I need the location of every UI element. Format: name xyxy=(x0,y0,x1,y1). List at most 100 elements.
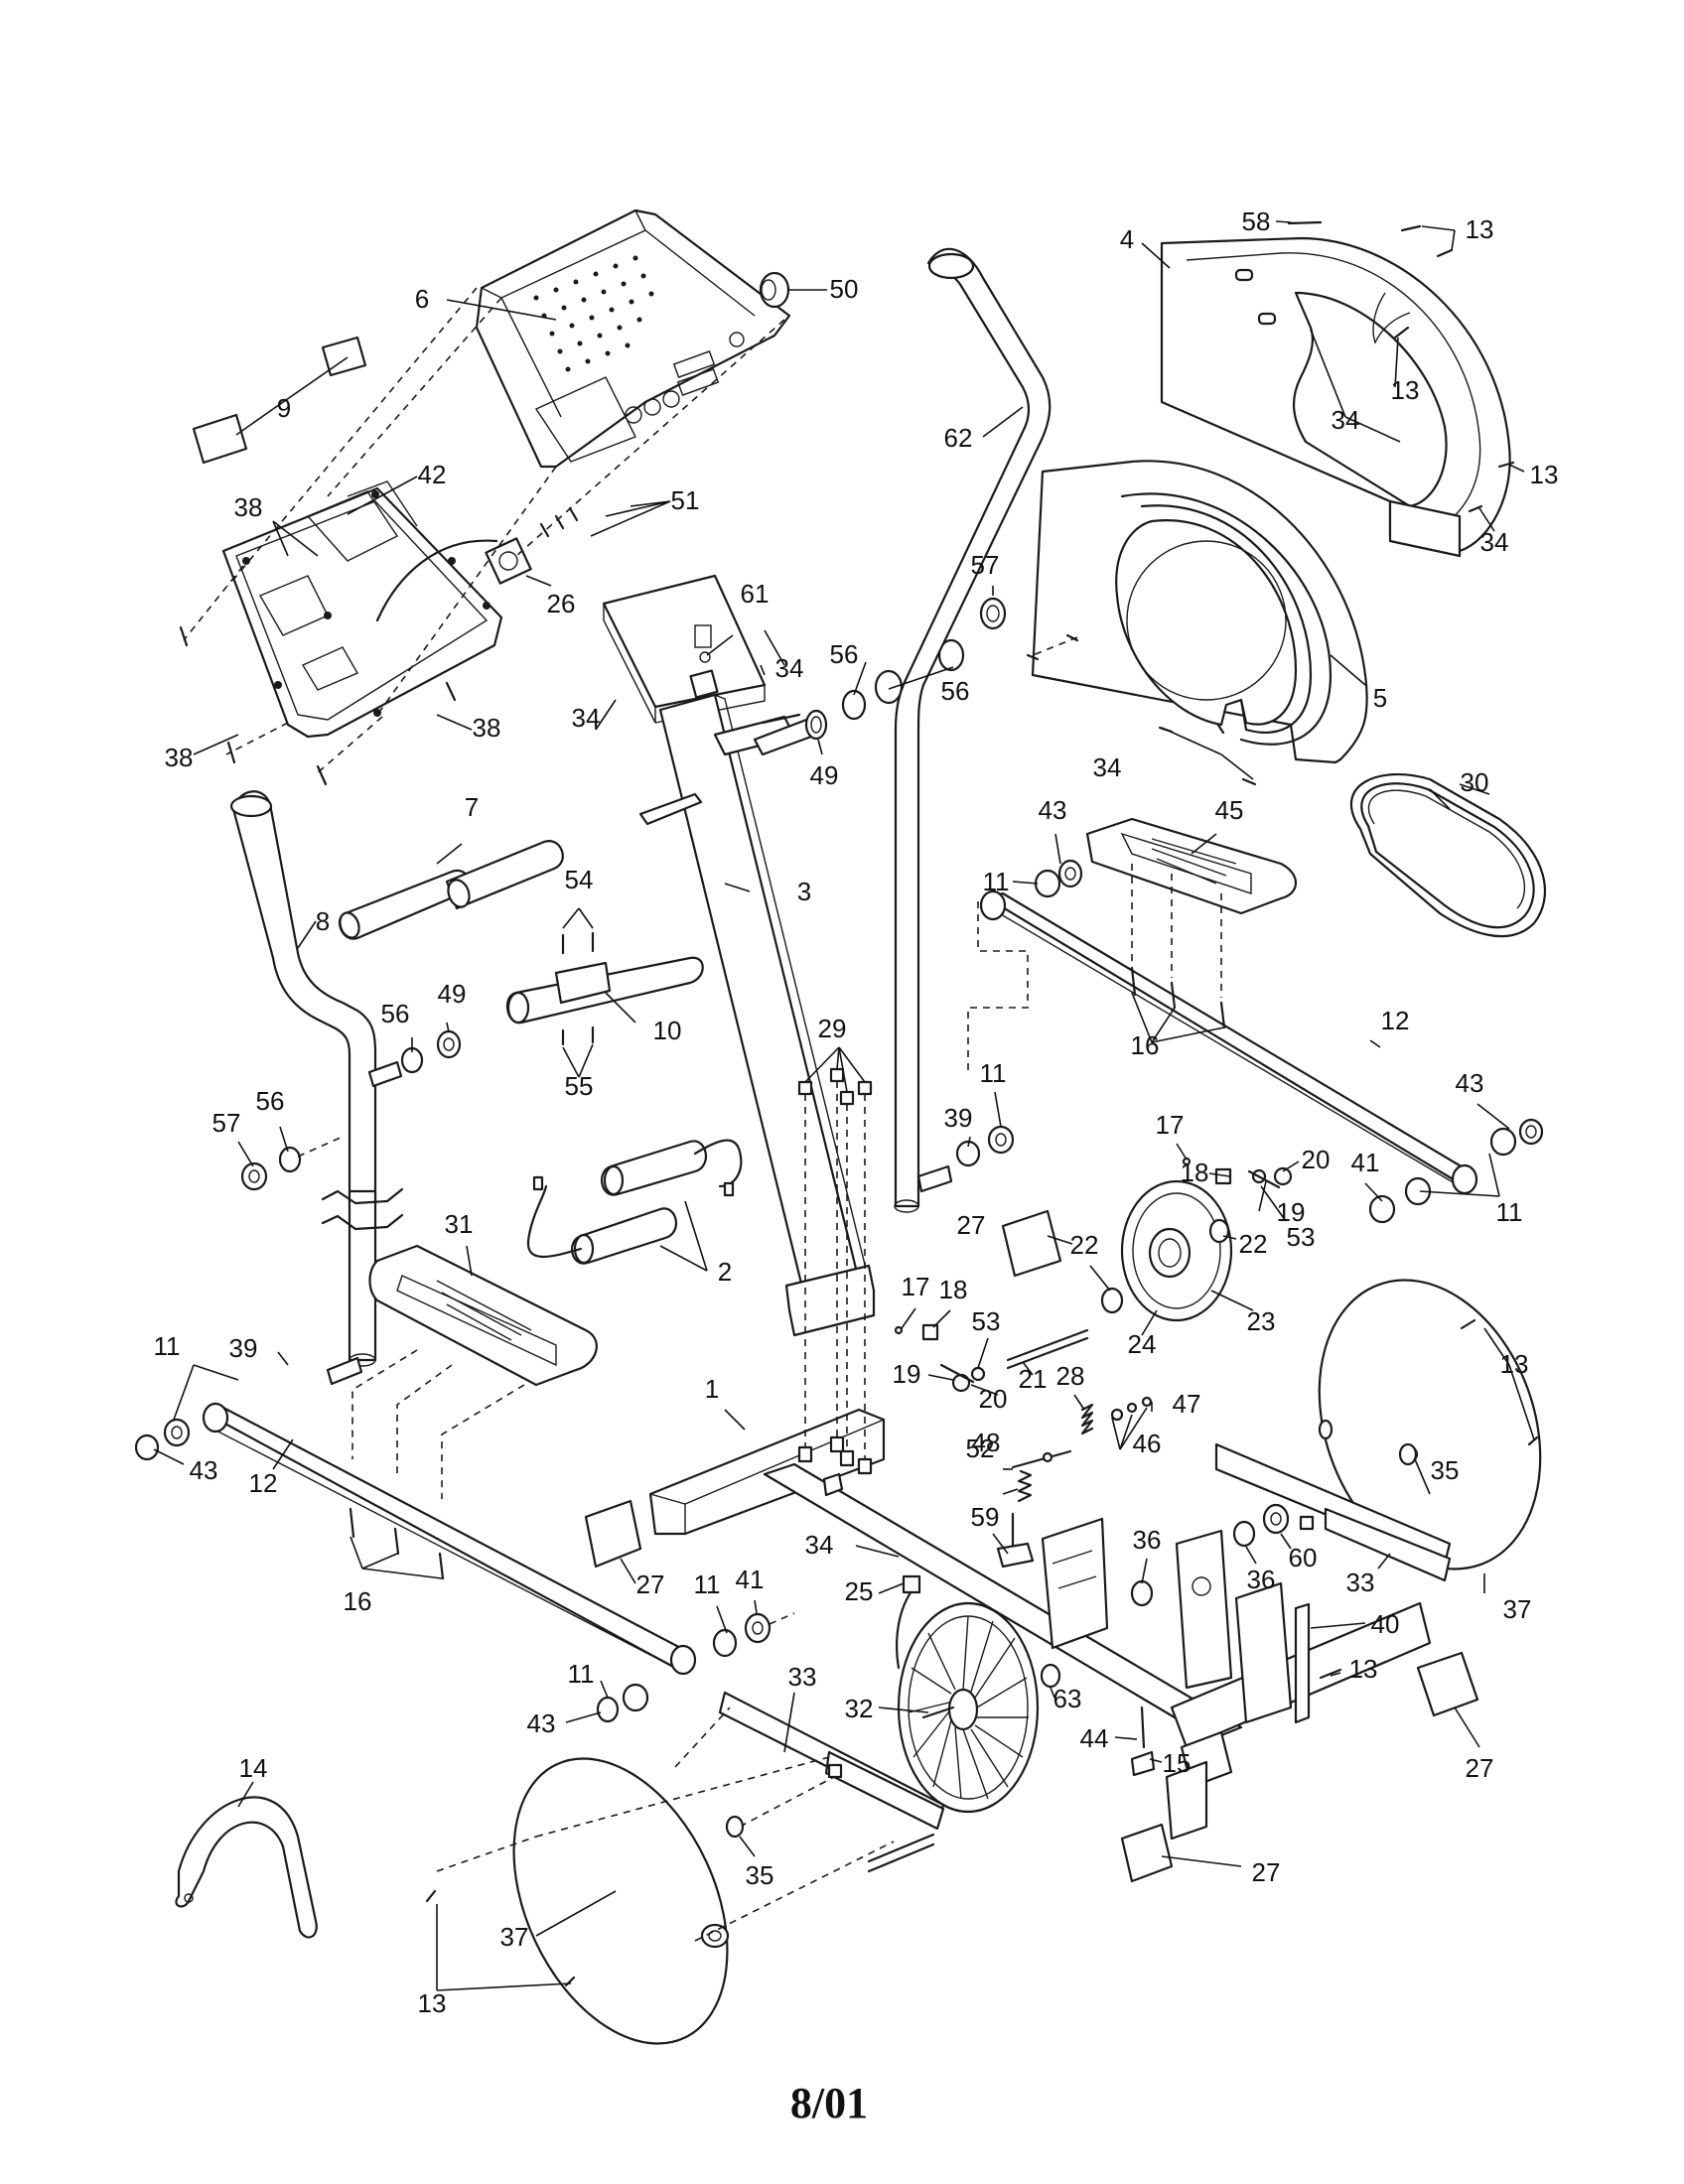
callout-11-ru: 11 xyxy=(983,867,1010,896)
spring-part-28 xyxy=(1080,1396,1153,1435)
callout-58: 58 xyxy=(1242,206,1271,236)
callout-29: 29 xyxy=(818,1014,847,1043)
screw-part-38 xyxy=(179,625,457,786)
flywheel-part-32 xyxy=(897,1601,1061,1814)
callout-10: 10 xyxy=(653,1016,682,1045)
callout-13-r: 13 xyxy=(1500,1349,1529,1379)
callout-59: 59 xyxy=(971,1502,1000,1532)
callout-13-c: 13 xyxy=(1530,460,1559,489)
callout-57-l: 57 xyxy=(212,1108,241,1138)
screw-part-51 xyxy=(539,506,579,538)
disc-part-37-left xyxy=(512,1757,730,2045)
bracket-part-40 xyxy=(1294,1602,1342,1724)
spring-part-52 xyxy=(1017,1469,1033,1503)
callout-57-r: 57 xyxy=(971,550,1000,580)
callout-19-l: 19 xyxy=(893,1359,921,1389)
callout-2: 2 xyxy=(718,1257,732,1287)
callout-7: 7 xyxy=(465,792,479,822)
leader-lines xyxy=(153,220,1535,1991)
callout-53-r: 53 xyxy=(1287,1222,1316,1252)
callout-49-r: 49 xyxy=(810,760,839,790)
callout-47: 47 xyxy=(1173,1389,1201,1419)
callout-24: 24 xyxy=(1128,1329,1157,1359)
callout-38-c: 38 xyxy=(473,713,501,743)
callout-5: 5 xyxy=(1373,683,1387,713)
disc-part-37-right xyxy=(1318,1279,1542,1570)
callout-44: 44 xyxy=(1080,1723,1109,1753)
callout-11-lr: 11 xyxy=(694,1570,721,1599)
callout-14: 14 xyxy=(239,1753,268,1783)
callout-46: 46 xyxy=(1133,1429,1162,1458)
callout-53-l: 53 xyxy=(972,1306,1001,1336)
callout-55: 55 xyxy=(565,1071,594,1101)
callout-30: 30 xyxy=(1461,767,1489,797)
bracket-part-59 xyxy=(996,1512,1035,1569)
pedal-part-45 xyxy=(1085,817,1298,915)
crank-arm-part-33-left xyxy=(718,1691,945,1873)
callout-26: 26 xyxy=(547,589,576,618)
callout-11-b: 11 xyxy=(568,1659,595,1689)
callout-17-l: 17 xyxy=(902,1272,930,1301)
callout-37-l: 37 xyxy=(500,1922,529,1952)
decal-part-9 xyxy=(192,336,367,465)
callout-18-l: 18 xyxy=(939,1275,968,1304)
callout-34-c: 34 xyxy=(775,653,804,683)
callout-45: 45 xyxy=(1215,795,1244,825)
bolt-part-44 xyxy=(1130,1706,1156,1777)
callout-4: 4 xyxy=(1120,224,1134,254)
brake-part-25 xyxy=(896,1574,921,1670)
small-parts-17-18-19-20-53 xyxy=(894,1157,1293,1393)
spacer-part-56-right xyxy=(841,597,1007,721)
callout-41-r: 41 xyxy=(1351,1148,1380,1177)
footer-date: 8/01 xyxy=(790,2079,868,2127)
callout-33-l: 33 xyxy=(788,1662,817,1692)
callout-39-r: 39 xyxy=(944,1103,973,1133)
callout-63: 63 xyxy=(1053,1684,1082,1713)
bolt-part-48 xyxy=(1011,1449,1072,1469)
callout-35-r: 35 xyxy=(1431,1455,1460,1485)
callout-27-a: 27 xyxy=(957,1210,986,1240)
handlebar-part-62 xyxy=(894,247,1052,1213)
callout-32: 32 xyxy=(845,1694,874,1723)
callout-31: 31 xyxy=(445,1209,474,1239)
callout-19-r: 19 xyxy=(1277,1197,1306,1227)
callout-37-r: 37 xyxy=(1503,1594,1532,1624)
bolt-part-35 xyxy=(725,1442,1418,1839)
callout-43-b: 43 xyxy=(527,1708,556,1738)
callout-18-r: 18 xyxy=(1181,1158,1209,1187)
callout-56-l1: 56 xyxy=(381,999,410,1028)
callout-13-m: 13 xyxy=(1349,1654,1378,1684)
callout-13-a: 13 xyxy=(1466,214,1494,244)
callout-39-l: 39 xyxy=(229,1333,258,1363)
screw-part-13-misc xyxy=(425,1318,1539,1987)
screw-part-54 xyxy=(561,931,595,955)
callout-35-l: 35 xyxy=(746,1860,774,1890)
bushing-part-11-ru xyxy=(1034,859,1083,898)
callout-62: 62 xyxy=(944,423,973,453)
callout-17-r: 17 xyxy=(1156,1110,1185,1140)
callout-54: 54 xyxy=(565,865,594,894)
callout-34-a: 34 xyxy=(1332,405,1360,435)
pedal-arm-part-12-right xyxy=(979,889,1478,1195)
callout-56-l2: 56 xyxy=(256,1086,285,1116)
callout-28: 28 xyxy=(1056,1361,1085,1391)
callout-36-a: 36 xyxy=(1133,1525,1162,1555)
callout-43-ru: 43 xyxy=(1039,795,1067,825)
handlebar-part-8 xyxy=(229,790,404,1386)
callout-6: 6 xyxy=(415,284,429,314)
callout-49-l: 49 xyxy=(438,979,467,1009)
callout-21: 21 xyxy=(1019,1364,1048,1394)
callout-16-r: 16 xyxy=(1131,1030,1160,1060)
callout-27-d: 27 xyxy=(1252,1857,1281,1887)
callout-50: 50 xyxy=(830,274,859,304)
callout-22-b: 22 xyxy=(1239,1229,1268,1259)
callout-1: 1 xyxy=(705,1374,719,1404)
bushing-part-11-lr xyxy=(596,1612,772,1723)
callout-48: 48 xyxy=(972,1428,1001,1457)
pedal-part-31 xyxy=(368,1244,598,1387)
callout-13-b: 13 xyxy=(1391,375,1420,405)
callout-51: 51 xyxy=(671,485,700,515)
pedal-arm-part-12-left xyxy=(202,1402,697,1676)
callout-9: 9 xyxy=(277,393,291,423)
